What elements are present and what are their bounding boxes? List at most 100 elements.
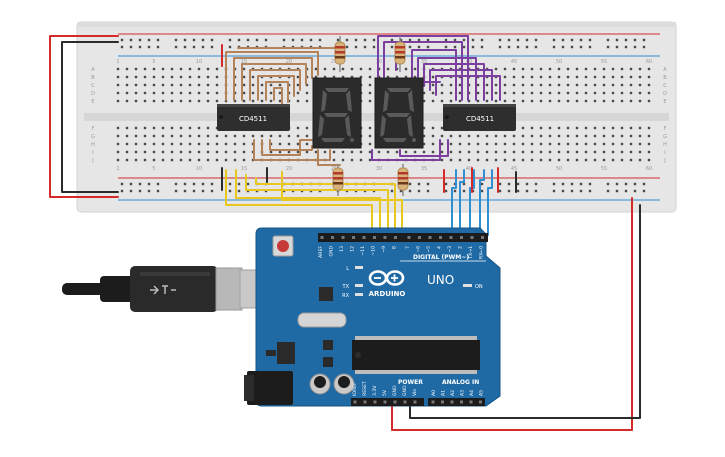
arduino-infinity-logo-icon — [368, 270, 405, 286]
pin-label: A5 — [479, 390, 485, 396]
analog-header — [428, 398, 485, 406]
seven-segment-display-icon — [318, 88, 354, 142]
resistor-top-left — [334, 36, 346, 72]
column-number: 45 — [511, 166, 517, 172]
column-number: 10 — [196, 59, 202, 65]
row-letter: A — [663, 67, 667, 73]
wires-blue — [451, 169, 493, 236]
chip-cd4511-right[interactable]: CD4511 — [443, 104, 516, 131]
column-number: 40 — [466, 166, 472, 172]
wires-purple — [371, 35, 501, 161]
analog-label: ANALOG IN — [442, 379, 479, 386]
column-number: 1 — [116, 166, 119, 172]
chip-left-label: CD4511 — [239, 115, 267, 123]
wires-yellow — [225, 169, 403, 236]
pin-label: 13 — [339, 246, 345, 252]
resistor-bottom-left — [332, 164, 344, 196]
row-letter: H — [663, 142, 667, 148]
column-number: 50 — [556, 59, 562, 65]
power-label: POWER — [398, 379, 423, 386]
row-letter: G — [91, 134, 95, 140]
row-letter: J — [663, 158, 665, 164]
seven-segment-display-right[interactable]: 8 — [374, 77, 424, 161]
resistor-top-right — [394, 36, 406, 72]
resistors — [332, 36, 409, 196]
row-letter: E — [663, 99, 666, 105]
pin-label: GND — [402, 385, 408, 396]
column-number: 45 — [511, 59, 517, 65]
pin-label: 12 — [350, 246, 356, 252]
pin-label: 5V — [382, 389, 388, 396]
column-number: 55 — [601, 59, 607, 65]
column-number: 50 — [556, 166, 562, 172]
led-tx-label: TX — [342, 284, 350, 290]
pin-label: ~9 — [381, 246, 387, 253]
wire-red-5v — [391, 197, 633, 431]
pin-label: AREF — [318, 246, 324, 258]
row-letter: D — [91, 91, 95, 97]
row-letter: H — [91, 142, 95, 148]
on-led-label: ON — [475, 284, 483, 290]
column-number: 30 — [376, 166, 382, 172]
seven-segment-display-left[interactable]: 8 — [312, 77, 362, 161]
pin-label: IOREF — [352, 382, 358, 396]
row-letter: F — [92, 126, 95, 132]
led-rx-label: RX — [342, 293, 349, 299]
pin-label: ~5 — [426, 246, 432, 253]
wire-black-left-rail — [61, 41, 119, 193]
wire-black-gnd — [409, 204, 641, 419]
model-label: UNO — [427, 273, 454, 287]
wires — [49, 35, 641, 431]
usb-chip — [319, 287, 333, 301]
row-letter: D — [663, 91, 667, 97]
pin-label: 4 — [437, 246, 443, 249]
column-number: 55 — [601, 166, 607, 172]
pin-label: ~6 — [416, 246, 422, 253]
pin-label: RESET — [362, 381, 368, 396]
row-letter: I — [92, 150, 93, 156]
pin-label: 3.3V — [372, 385, 378, 396]
row-letter: A — [91, 67, 95, 73]
row-letter: I — [664, 150, 665, 156]
reset-button-icon[interactable] — [272, 235, 294, 257]
pin-label: 7 — [405, 246, 411, 249]
led-l-label: L — [346, 266, 349, 272]
pin-label: A4 — [469, 390, 475, 396]
pin-label: 8 — [392, 246, 398, 249]
column-number: 10 — [196, 166, 202, 172]
seven-segment-display-icon — [380, 88, 416, 142]
resistor-bottom-right — [397, 164, 409, 196]
atmega-chip — [352, 336, 480, 374]
power-jack — [247, 371, 293, 405]
voltage-regulator — [277, 342, 295, 364]
power-header — [351, 398, 424, 406]
column-number: 20 — [286, 166, 292, 172]
row-letter: E — [91, 99, 94, 105]
pin-label: GND — [329, 246, 335, 257]
column-number: 25 — [331, 59, 337, 65]
pin-label: TX→1 — [468, 246, 474, 260]
digital-header — [318, 233, 488, 242]
column-number: 35 — [421, 166, 427, 172]
column-number: 5 — [152, 166, 155, 172]
digital-label: DIGITAL (PWM~) — [413, 254, 469, 261]
row-letter: C — [91, 83, 95, 89]
pin-label: ~3 — [447, 246, 453, 253]
pin-label: ~10 — [371, 246, 377, 256]
row-letter: J — [91, 158, 93, 164]
chip-right-label: CD4511 — [466, 115, 494, 123]
pin-label: ~11 — [360, 246, 366, 256]
column-number: 15 — [241, 59, 247, 65]
pin-label: GND — [392, 385, 398, 396]
wire-red-left-rail — [49, 35, 119, 198]
column-number: 15 — [241, 166, 247, 172]
arduino-logo-text: ARDUINO — [369, 290, 406, 298]
chip-cd4511-left[interactable]: CD4511 — [217, 104, 290, 131]
column-number: 20 — [286, 59, 292, 65]
pin-label: Vin — [412, 389, 418, 396]
row-letter: B — [91, 75, 95, 81]
